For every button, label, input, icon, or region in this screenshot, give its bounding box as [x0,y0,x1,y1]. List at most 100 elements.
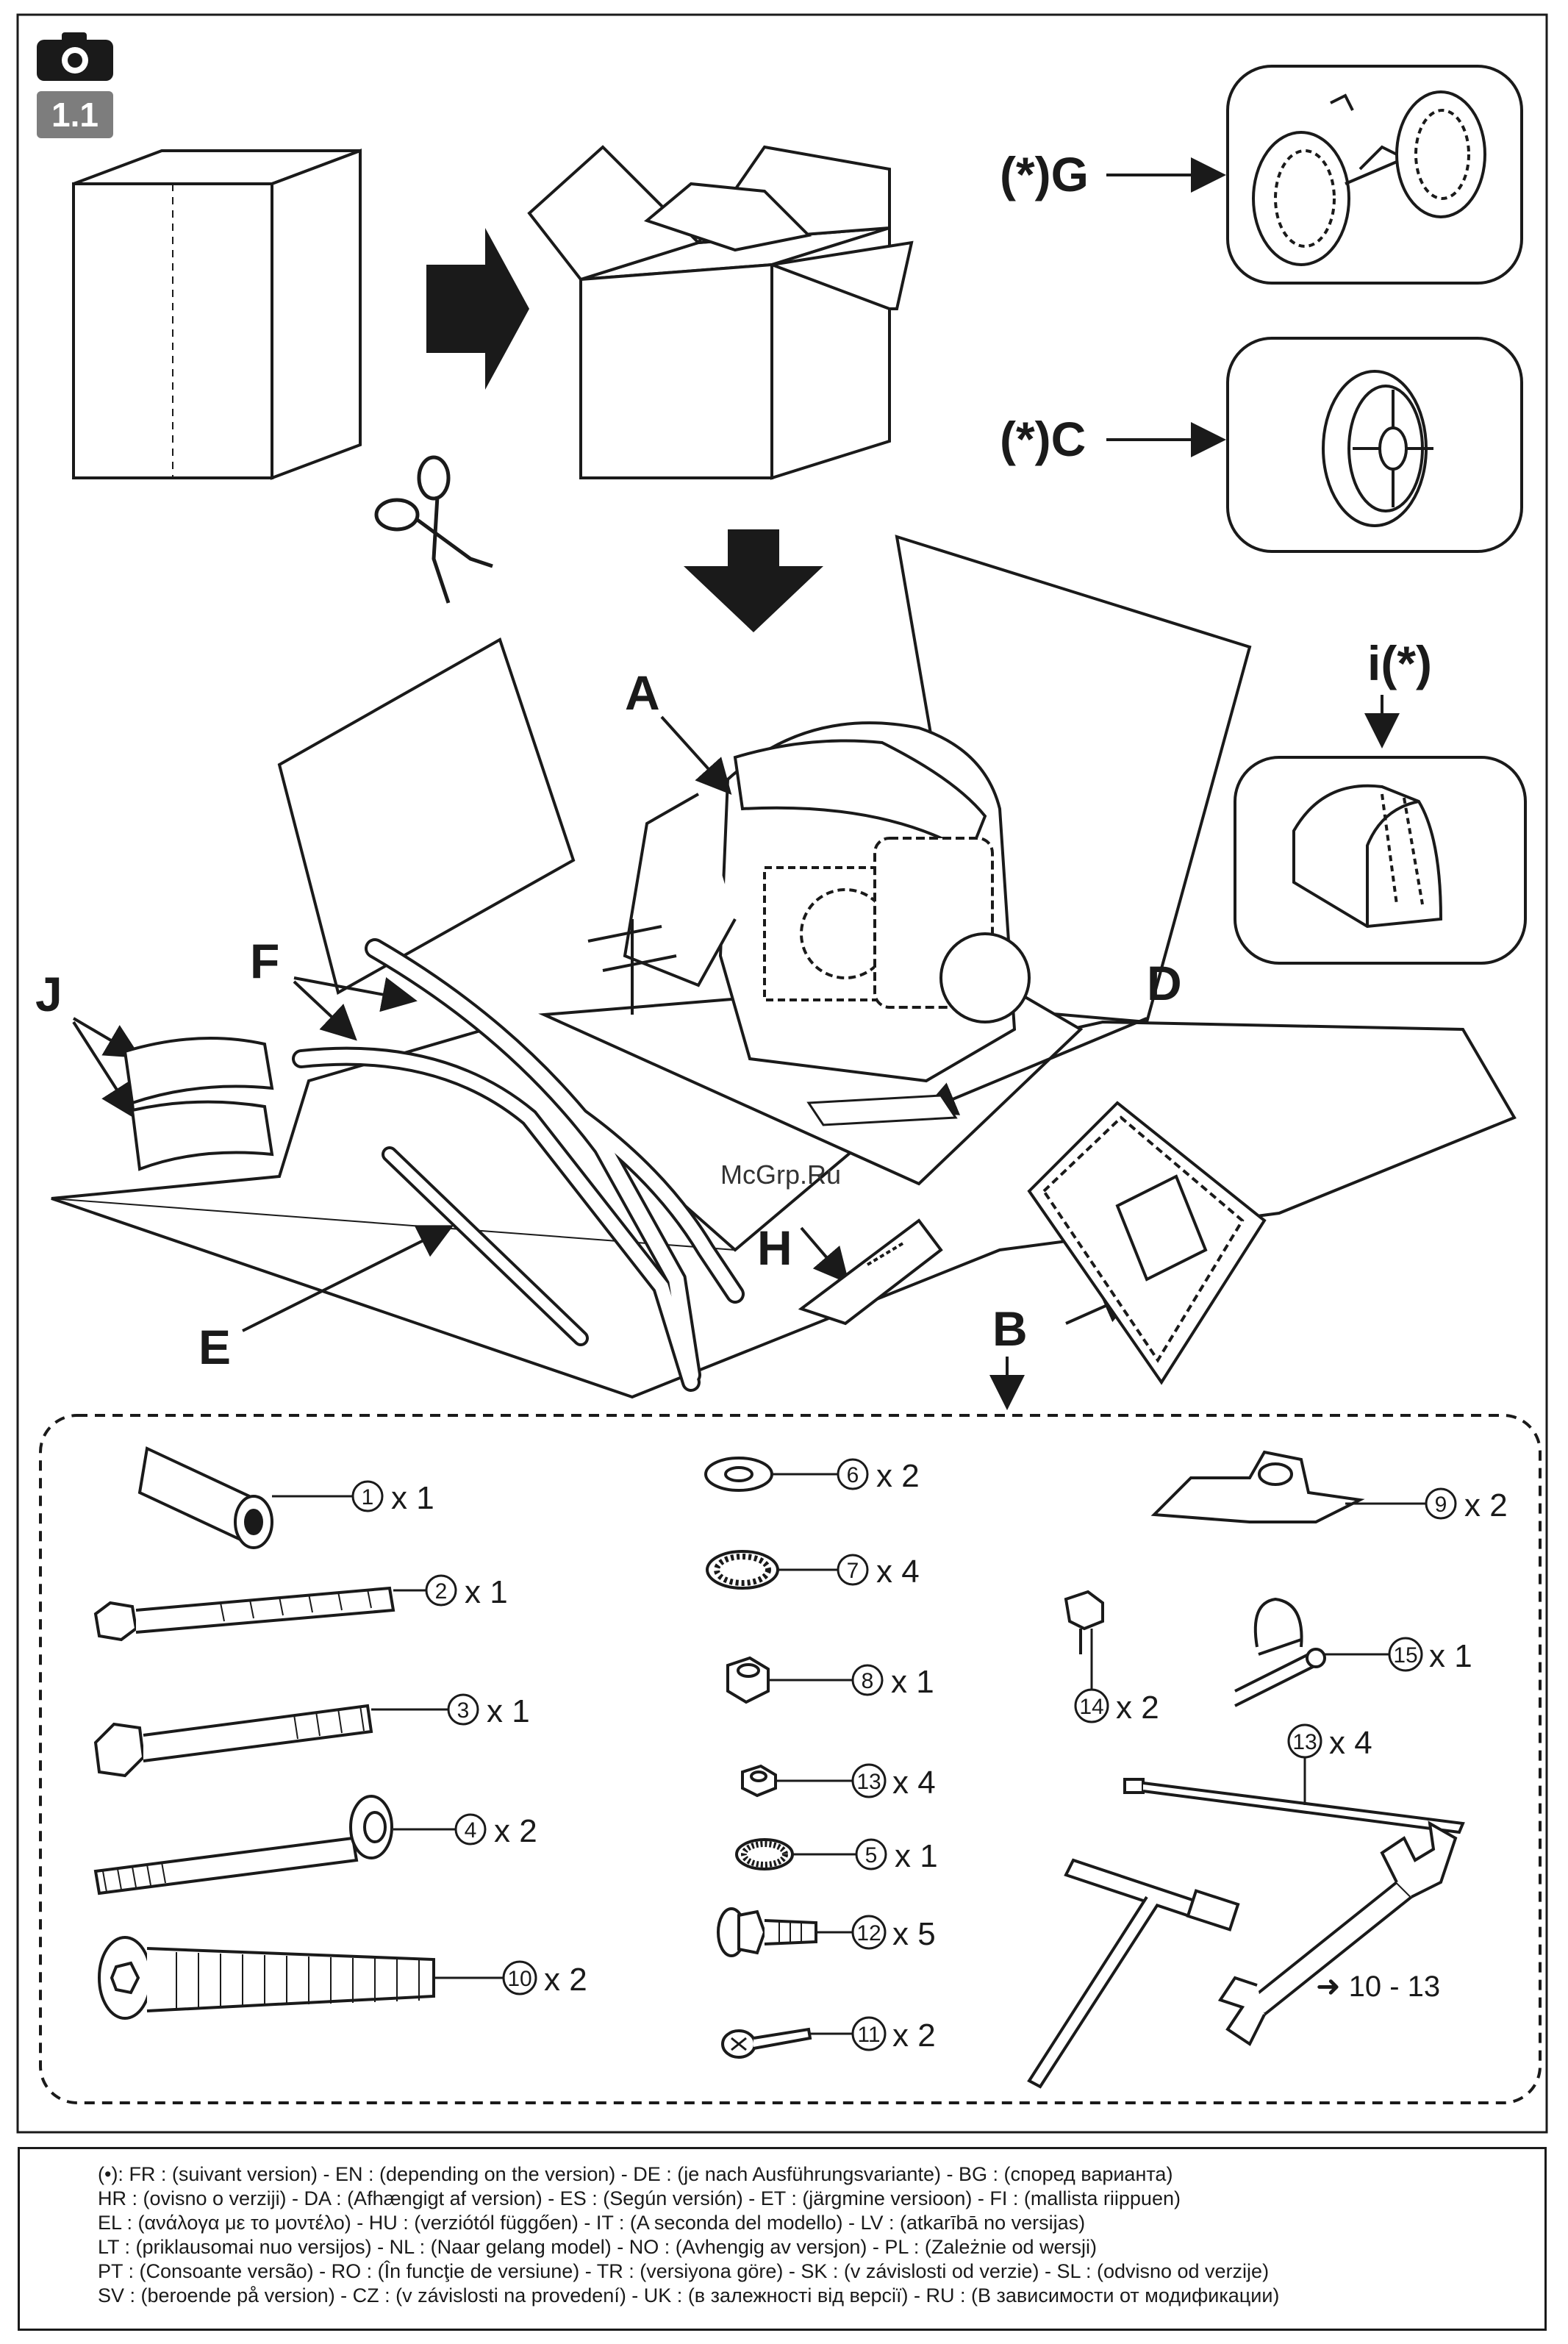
part-9-callout [1425,1487,1457,1520]
part-7-number: 7 [847,1559,859,1583]
small-nut-icon [741,1764,777,1798]
clip-bracket-icon [1150,1450,1365,1523]
part-13a-callout [851,1763,887,1798]
hardware-bag [1027,1101,1267,1385]
part-4-number: 4 [465,1818,477,1843]
part-13b-number: 13 [1292,1730,1317,1754]
part-1-callout [351,1480,384,1512]
part-14-number: 14 [1079,1695,1103,1719]
part-1-qty: x 1 [391,1480,434,1516]
spacer-icon [137,1446,273,1549]
legend-line: HR : (ovisno o verziji) - DA : (Afhængig… [98,2187,1181,2209]
part-4-qty: x 2 [494,1813,537,1849]
part-15-qty: x 1 [1429,1638,1472,1674]
part-2-qty: x 1 [465,1574,508,1610]
part-12-qty: x 5 [892,1916,936,1952]
part-13a-number: 13 [856,1770,881,1794]
part-7-callout [837,1554,869,1586]
part-9-qty: x 2 [1464,1487,1508,1523]
legend-line: SV : (beroende på version) - CZ : (v záv… [98,2284,1280,2307]
label-f: F [250,934,279,988]
pan-screw-icon [721,2027,812,2059]
handlebar-tubes-inner [295,941,742,1389]
parts-panel [39,1414,1542,2104]
part-8-number: 8 [862,1669,874,1693]
callout-arrow-e [242,1225,454,1332]
watermark: McGrp.Ru [720,1160,841,1190]
callout-arrow-f2 [293,980,357,1041]
wheel-pair-box [1226,65,1523,285]
handle-box [1234,756,1527,965]
cardboard-insert [806,1094,958,1126]
wheel-pair-icon [1252,90,1486,266]
callout-arrow-f1 [293,976,418,1012]
serrated-washer-icon [735,1838,794,1870]
callout-arrow-d [920,1017,1148,1115]
part-11-number: 11 [857,2023,880,2047]
cable-tie-icon [1123,1778,1465,1834]
part-8-callout [851,1664,884,1696]
part-3-qty: x 1 [487,1693,530,1729]
hex-bolt-icon [93,1704,373,1778]
part-15-callout [1388,1637,1423,1672]
legend-line: (•): FR : (suivant version) - EN : (depe… [98,2163,1173,2185]
legend-line: EL : (ανάλογα με το μοντέλο) - HU : (ver… [98,2212,1086,2234]
legend-line: LT : (priklausomai nuo versijos) - NL : … [98,2236,1098,2258]
long-bolt-icon [93,1586,395,1642]
part-10-number: 10 [507,1967,531,1991]
part-13b-qty: x 4 [1329,1725,1372,1761]
part-13a-qty: x 4 [892,1765,936,1801]
part-14-callout [1074,1688,1109,1723]
lock-washer-icon [706,1550,779,1590]
scissors-icon [374,455,493,604]
label-i: i(*) [1367,636,1432,690]
part-3-number: 3 [457,1698,470,1723]
part-13b-callout [1287,1723,1322,1759]
callout-arrow-j1 [72,1017,141,1059]
hex-nut-icon [726,1656,770,1704]
label-b: B [992,1301,1028,1356]
label-d: D [1147,956,1182,1010]
part-6-qty: x 2 [876,1458,920,1494]
flanged-bolt-icon [93,1795,393,1895]
part-12-callout [851,1915,887,1950]
part-11-callout [851,2016,887,2051]
version-legend: (•): FR : (suivant version) - EN : (depe… [18,2147,1547,2331]
step-badge-label: 1.1 [51,96,99,134]
label-a: A [625,665,660,720]
callout-arrow-h [800,1226,850,1284]
axle-tube-inner [384,1149,586,1343]
throttle-handle-icon [1292,784,1443,929]
spanner-icon [1217,1820,1458,2046]
tiller-engine [587,721,1031,1083]
part-7-qty: x 4 [876,1554,920,1590]
closed-box [72,149,362,480]
part-10-qty: x 2 [544,1962,587,1998]
part-6-number: 6 [847,1463,859,1487]
bracket-part [798,1218,943,1326]
page-frame [16,13,1548,2134]
flange-bolt-icon [717,1907,817,1957]
t-wrench-icon [1027,1858,1240,2089]
part-11-qty: x 2 [892,2018,936,2054]
part-12-number: 12 [856,1921,881,1945]
camera-icon [37,32,113,81]
part-10-callout [502,1960,537,1995]
legend-line: PT : (Consoante versão) - RO : (În funcţ… [98,2260,1270,2282]
part-8-qty: x 1 [891,1664,934,1700]
part-9-number: 9 [1435,1493,1447,1517]
part-4-callout [454,1813,487,1845]
part-2-callout [425,1574,457,1607]
part-5-number: 5 [865,1843,878,1868]
down-arrow-icon [684,529,823,632]
callout-arrow-a [660,715,732,795]
lynch-pin-icon [1234,1597,1326,1707]
socket-screw-icon [98,1936,435,2020]
part-6-callout [837,1458,869,1490]
open-box [527,145,914,480]
label-c: (*)C [1000,412,1086,466]
part-14-qty: x 2 [1116,1690,1159,1726]
side-shields [123,1037,274,1171]
wheel-icon [1322,370,1433,527]
